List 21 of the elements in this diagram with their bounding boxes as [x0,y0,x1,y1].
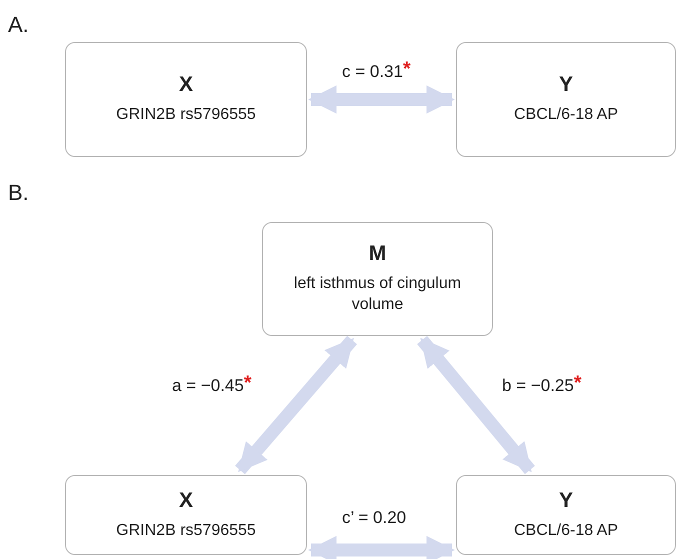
variable-box [262,222,493,336]
variable-name: CBCL/6-18 AP [514,520,618,541]
double-arrow [235,336,358,474]
panel-label: A. [8,12,29,38]
variable-name: left isthmus of cingulum volume [292,274,462,315]
variable-letter: Y [558,488,573,513]
double-arrow [417,336,535,474]
double-arrow [308,536,455,559]
variable-letter: X [178,488,193,513]
double-arrow [308,85,455,114]
variable-box [456,475,676,555]
panel-label: B. [8,180,29,206]
variable-box [456,42,676,157]
variable-name: GRIN2B rs5796555 [116,105,256,126]
variable-letter: M [368,242,386,266]
variable-name: GRIN2B rs5796555 [116,520,256,541]
variable-letter: Y [558,73,573,98]
variable-box [65,42,307,157]
variable-letter: X [178,73,193,98]
variable-name: CBCL/6-18 AP [514,105,618,126]
variable-box [65,475,307,555]
